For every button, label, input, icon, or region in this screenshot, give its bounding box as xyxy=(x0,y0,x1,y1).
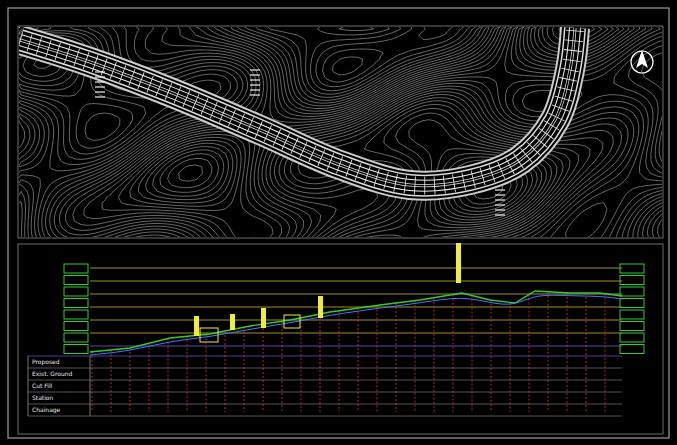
contour-line xyxy=(19,27,662,237)
contour-line xyxy=(19,27,662,237)
elevation-scale xyxy=(620,264,644,354)
north-arrow xyxy=(631,50,653,73)
road-edge xyxy=(20,28,575,186)
contour-line xyxy=(19,27,662,237)
table-row-header: Proposed xyxy=(31,358,61,365)
station-callout xyxy=(95,72,105,97)
contour-line xyxy=(19,27,662,237)
contour-line xyxy=(19,27,662,237)
contour-line xyxy=(19,27,662,237)
sheet-border xyxy=(8,8,669,438)
contour-line xyxy=(19,27,662,237)
contour-line xyxy=(19,27,662,237)
table-row-header: Exist. Ground xyxy=(31,370,73,377)
profile-table xyxy=(28,356,622,416)
contour-line xyxy=(19,27,662,237)
contour-line xyxy=(19,27,662,237)
station-ticks xyxy=(20,28,575,186)
contour-line xyxy=(19,27,662,237)
contour-line xyxy=(19,27,662,237)
contour-line xyxy=(19,27,662,237)
profile-markers xyxy=(194,243,461,342)
contour-line xyxy=(19,27,662,237)
road-edge xyxy=(20,28,575,186)
profile-frame xyxy=(18,244,663,434)
table-row-header: Station xyxy=(31,394,54,401)
plan-frame xyxy=(18,26,663,238)
station-callout xyxy=(495,190,505,215)
contour-line xyxy=(19,27,662,237)
contour-line xyxy=(19,27,662,237)
table-row-header: Cut Fill xyxy=(31,382,53,389)
station-callout xyxy=(250,70,260,95)
elevation-scale xyxy=(64,264,88,354)
road-alignment xyxy=(20,28,575,186)
terrain-contours xyxy=(19,27,662,237)
contour-line xyxy=(19,27,662,237)
contour-line xyxy=(19,27,582,237)
contour-line xyxy=(19,27,662,237)
contour-line xyxy=(19,27,662,237)
contour-line xyxy=(19,27,662,237)
road-edge xyxy=(20,28,575,186)
contour-line xyxy=(19,27,662,237)
design-profile xyxy=(90,295,622,355)
contour-line xyxy=(19,27,662,237)
contour-line xyxy=(19,27,662,237)
contour-line xyxy=(19,27,662,237)
contour-line xyxy=(19,27,662,237)
road-edge xyxy=(20,28,575,186)
contour-line xyxy=(19,27,662,237)
table-row-header: Chainage xyxy=(31,406,61,413)
contour-line xyxy=(19,27,662,237)
contour-line xyxy=(19,27,662,237)
road-edge xyxy=(20,28,575,186)
contour-line xyxy=(19,27,662,237)
contour-line xyxy=(19,27,662,237)
contour-line xyxy=(19,27,662,237)
ground-profile xyxy=(90,291,622,352)
elevation-grid xyxy=(90,268,622,346)
contour-line xyxy=(19,27,662,237)
contour-line xyxy=(19,27,662,237)
road-edge xyxy=(20,28,575,186)
contour-line xyxy=(19,27,662,237)
road-edge xyxy=(20,28,575,186)
road-edge xyxy=(20,28,575,186)
